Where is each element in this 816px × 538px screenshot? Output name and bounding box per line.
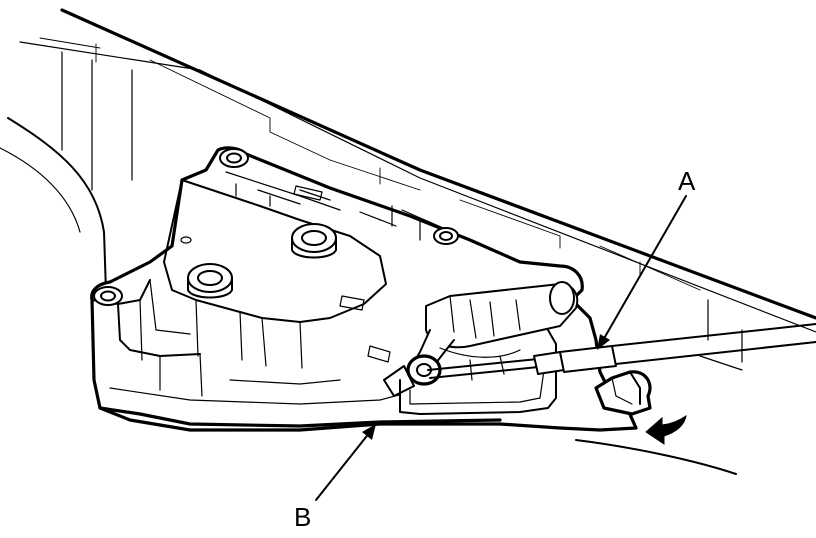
- body-panel: [0, 8, 816, 475]
- panel-step-lines: [39, 37, 701, 291]
- cable-housing: [559, 345, 617, 373]
- post-left-side: [187, 277, 233, 299]
- cable-inner-rod-b: [429, 365, 549, 379]
- callout-a-label: A: [678, 166, 696, 196]
- frame-right-verticals: [699, 299, 743, 371]
- lever-shaft-details: [449, 295, 521, 339]
- post-center-inner: [301, 230, 327, 246]
- bolt-boss-right-top-inner: [439, 231, 453, 241]
- cable-end-clip: [383, 365, 415, 397]
- small-stud: [180, 236, 192, 244]
- bolt-bosses: [93, 148, 485, 408]
- callout-a: A: [597, 166, 696, 350]
- panel-left-curve-inner: [0, 147, 81, 233]
- cable-clip-edge: [611, 377, 633, 405]
- direction-arrow: [645, 414, 687, 445]
- cable-inner-rod: [427, 357, 549, 371]
- housing-base: [98, 406, 502, 428]
- direction-arrow-icon: [645, 414, 687, 445]
- callout-a-leader: [601, 195, 687, 343]
- bolt-boss-left-inner: [100, 290, 116, 302]
- callout-b-label: B: [294, 502, 311, 532]
- panel-top-edge: [60, 8, 816, 320]
- post-center-side: [291, 237, 337, 259]
- cable-clip-tab: [629, 371, 641, 405]
- bolt-boss-top-inner: [226, 152, 242, 164]
- bolt-boss-left: [93, 286, 123, 306]
- frame-lower-curve: [575, 439, 737, 475]
- housing-base-inner: [109, 387, 411, 405]
- shift-cable: [427, 323, 816, 379]
- bolt-boss-right-top: [433, 227, 459, 245]
- callout-b-leader: [315, 431, 371, 501]
- housing-slots: [293, 185, 391, 363]
- callout-b: B: [294, 424, 376, 532]
- callout-a-arrowhead: [597, 334, 610, 350]
- shift-mechanism: [383, 281, 579, 415]
- callout-b-arrowhead: [362, 424, 376, 440]
- cable-bracket: [594, 370, 652, 416]
- panel-rib-left: [61, 51, 133, 191]
- bolt-boss-top: [219, 148, 249, 168]
- cable-end-fitting: [533, 351, 565, 375]
- post-left-inner: [197, 270, 223, 286]
- lever-bracket-inner: [409, 355, 547, 405]
- cable-outer-top: [611, 323, 816, 347]
- housing-left-ribs: [139, 279, 341, 397]
- post-left: [187, 263, 233, 293]
- panel-inner-edge: [19, 41, 816, 333]
- post-center: [291, 223, 337, 253]
- panel-left-curve: [7, 117, 107, 293]
- lever-shaft-end: [549, 281, 575, 315]
- cable-outer-bottom: [615, 341, 816, 365]
